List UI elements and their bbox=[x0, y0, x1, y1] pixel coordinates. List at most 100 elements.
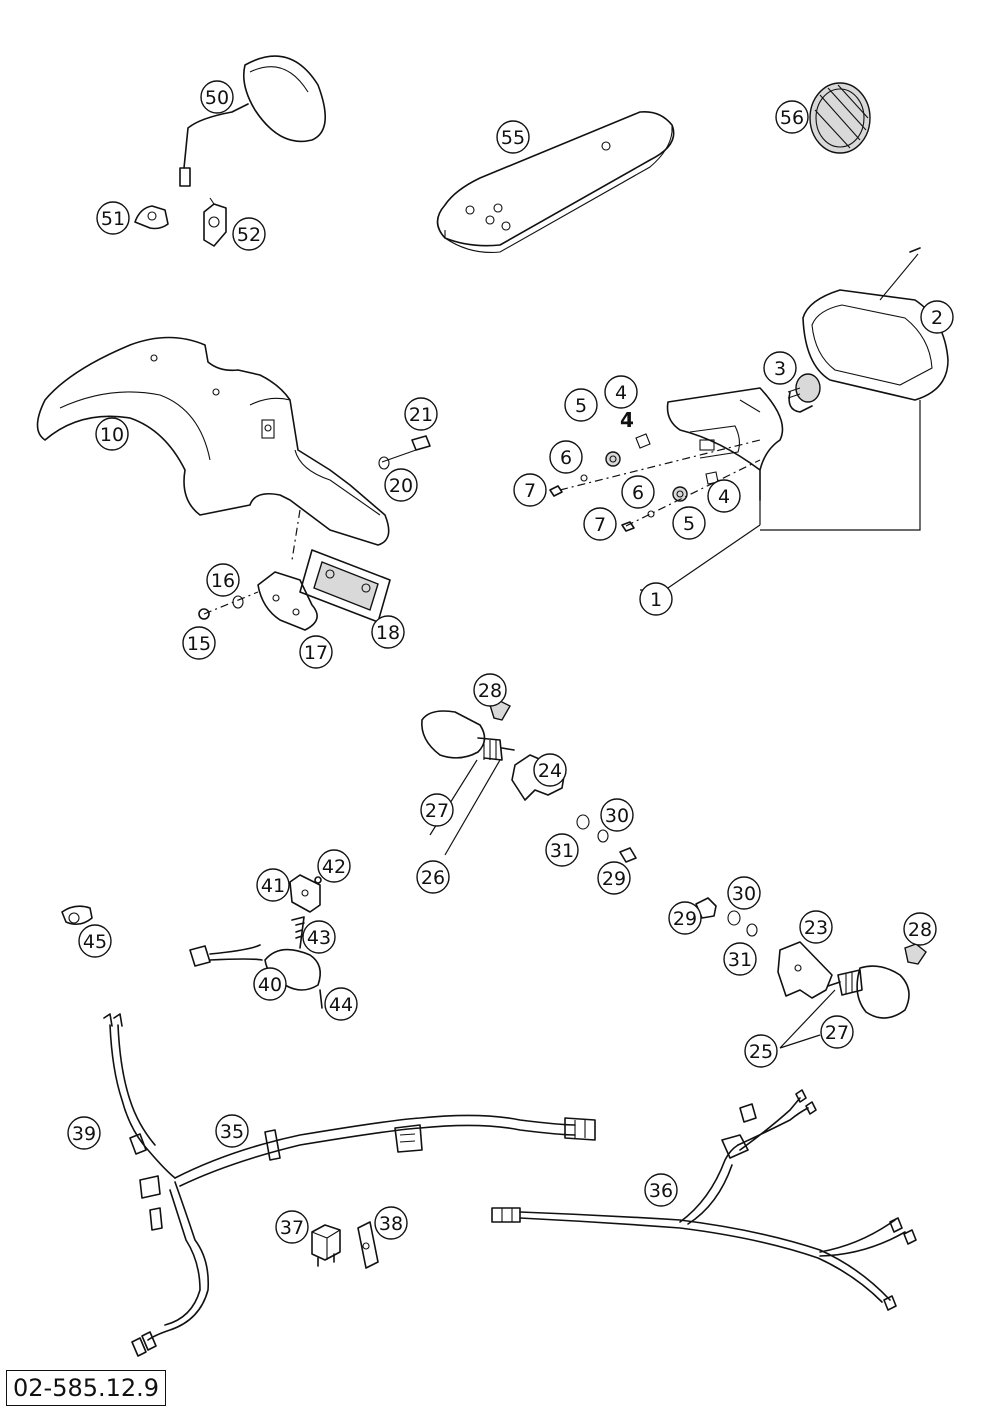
callout-number: 37 bbox=[280, 1217, 304, 1239]
tail-light-mount-drawing bbox=[664, 387, 921, 591]
callout-number: 42 bbox=[322, 856, 346, 878]
callout-number: 36 bbox=[649, 1180, 673, 1202]
callout-circle bbox=[545, 833, 579, 867]
callout-circle bbox=[621, 475, 655, 509]
rear-fender-drawing bbox=[36, 336, 390, 546]
callout-circle bbox=[639, 582, 673, 616]
callout-circle bbox=[317, 849, 351, 883]
callout-number: 29 bbox=[673, 908, 697, 930]
callout-circle bbox=[644, 1173, 678, 1207]
callout-circle bbox=[324, 987, 358, 1021]
callout-30-washer: 30 bbox=[600, 798, 634, 832]
callout-circle bbox=[371, 615, 405, 649]
callout-circle bbox=[604, 375, 638, 409]
callout-circle bbox=[256, 868, 290, 902]
callout-25-indicator-rear: 25 bbox=[744, 1034, 778, 1068]
callout-circle bbox=[420, 793, 454, 827]
callout-number: 35 bbox=[220, 1121, 244, 1143]
callout-circle bbox=[775, 100, 809, 134]
callout-4-spacer: 4 bbox=[707, 479, 741, 513]
callout-circle bbox=[232, 217, 266, 251]
callout-circle bbox=[903, 912, 937, 946]
callout-number: 39 bbox=[72, 1123, 96, 1145]
callout-41-cover: 41 bbox=[256, 868, 290, 902]
callout-number: 10 bbox=[100, 424, 124, 446]
callout-38-relay-holder: 38 bbox=[374, 1206, 408, 1240]
callout-55-plate: 55 bbox=[496, 120, 530, 154]
callout-circle bbox=[95, 417, 129, 451]
relay-drawing bbox=[311, 1221, 379, 1269]
callout-2-tail-light-housing: 2 bbox=[920, 300, 954, 334]
callout-31-washer: 31 bbox=[545, 833, 579, 867]
callout-16-washer: 16 bbox=[206, 563, 240, 597]
callout-circle bbox=[820, 1015, 854, 1049]
callout-circle bbox=[583, 507, 617, 541]
callout-circle bbox=[302, 920, 336, 954]
callout-circle bbox=[215, 1114, 249, 1148]
callout-28-bulb: 28 bbox=[903, 912, 937, 946]
callout-circle bbox=[744, 1034, 778, 1068]
callout-3-bulb: 3 bbox=[763, 351, 797, 385]
callout-7-nut: 7 bbox=[513, 473, 547, 507]
callout-circle bbox=[672, 506, 706, 540]
callout-52-mirror-clamp: 52 bbox=[232, 217, 266, 251]
callout-7-nut: 7 bbox=[583, 507, 617, 541]
callout-number: 21 bbox=[409, 404, 433, 426]
callout-4-spacer: 4 bbox=[604, 375, 638, 409]
tail-light-drawing bbox=[802, 247, 949, 401]
callout-50-mirror: 50 bbox=[200, 80, 234, 114]
callout-number: 31 bbox=[550, 840, 574, 862]
callout-circle bbox=[182, 626, 216, 660]
front-indicator-drawing bbox=[421, 699, 637, 863]
callout-number: 3 bbox=[774, 358, 786, 380]
callout-circle bbox=[533, 753, 567, 787]
callout-number: 26 bbox=[421, 867, 445, 889]
callout-36-rear-harness: 36 bbox=[644, 1173, 678, 1207]
callout-circle bbox=[707, 479, 741, 513]
callout-circle bbox=[727, 876, 761, 910]
callout-number: 18 bbox=[376, 622, 400, 644]
callout-37-relay: 37 bbox=[275, 1210, 309, 1244]
callout-number: 24 bbox=[538, 760, 562, 782]
callout-circle bbox=[299, 635, 333, 669]
callout-number: 31 bbox=[728, 949, 752, 971]
mirror-clamps-drawing bbox=[134, 197, 227, 247]
callout-28-bulb: 28 bbox=[473, 673, 507, 707]
drawing-number: 02-585.12.9 bbox=[6, 1370, 167, 1406]
callout-circle bbox=[600, 798, 634, 832]
callout-circle bbox=[67, 1116, 101, 1150]
callout-31-washer: 31 bbox=[723, 942, 757, 976]
callout-circle bbox=[763, 351, 797, 385]
callout-circle bbox=[799, 910, 833, 944]
callout-number: 28 bbox=[478, 680, 502, 702]
main-harness-drawing bbox=[103, 1013, 596, 1357]
callout-number: 6 bbox=[560, 447, 572, 469]
callout-number: 23 bbox=[804, 917, 828, 939]
callout-number: 50 bbox=[205, 87, 229, 109]
callout-circle bbox=[564, 388, 598, 422]
callout-circle bbox=[78, 924, 112, 958]
callout-10-rear-fender: 10 bbox=[95, 417, 129, 451]
group-label-4: 4 bbox=[620, 408, 634, 432]
callout-6-washer: 6 bbox=[621, 475, 655, 509]
rear-harness-drawing bbox=[491, 1089, 917, 1311]
callout-17-plate-bracket: 17 bbox=[299, 635, 333, 669]
callout-circle bbox=[473, 673, 507, 707]
callout-number: 51 bbox=[101, 208, 125, 230]
callout-circle bbox=[496, 120, 530, 154]
mirror-drawing bbox=[179, 55, 327, 187]
callout-5-rubber-grommet: 5 bbox=[564, 388, 598, 422]
callout-27-indicator-lens: 27 bbox=[420, 793, 454, 827]
callout-29-nut: 29 bbox=[668, 901, 702, 935]
callout-27-indicator-lens: 27 bbox=[820, 1015, 854, 1049]
callout-number: 52 bbox=[237, 224, 261, 246]
callout-number: 45 bbox=[83, 931, 107, 953]
callout-42-screw: 42 bbox=[317, 849, 351, 883]
callout-45-bulb-holder: 45 bbox=[78, 924, 112, 958]
callout-circle bbox=[96, 201, 130, 235]
callout-number: 27 bbox=[425, 800, 449, 822]
callout-29-nut: 29 bbox=[597, 861, 631, 895]
callout-number: 5 bbox=[683, 513, 695, 535]
